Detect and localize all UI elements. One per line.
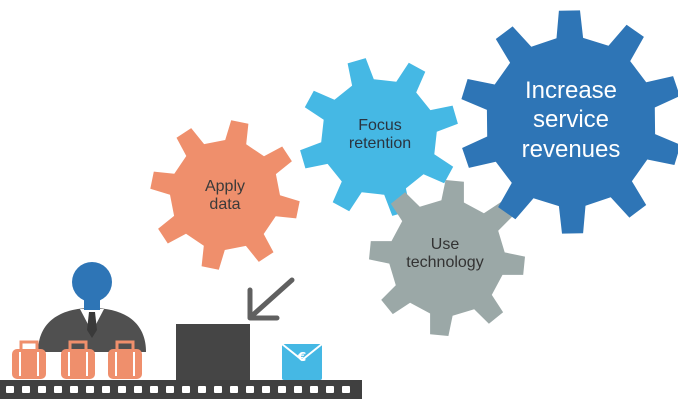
belt-hole <box>150 386 158 393</box>
belt-hole <box>118 386 126 393</box>
belt-hole <box>22 386 30 393</box>
belt-hole <box>6 386 14 393</box>
belt-hole <box>294 386 302 393</box>
belt-hole <box>38 386 46 393</box>
belt-hole <box>70 386 78 393</box>
belt-hole <box>182 386 190 393</box>
businessman-head <box>72 262 112 302</box>
belt-hole <box>134 386 142 393</box>
belt-hole <box>198 386 206 393</box>
euro-envelope-icon: € <box>281 343 323 380</box>
businessman-icon <box>38 262 146 352</box>
businessman-tie <box>87 312 97 338</box>
belt-hole <box>262 386 270 393</box>
gear-apply-data <box>150 120 300 270</box>
gear-focus-retention <box>300 58 458 216</box>
belt-hole <box>246 386 254 393</box>
belt-hole <box>86 386 94 393</box>
belt-hole <box>326 386 334 393</box>
belt-hole <box>230 386 238 393</box>
belt-hole <box>166 386 174 393</box>
belt-hole <box>342 386 350 393</box>
conveyor-belt-icon <box>0 380 362 399</box>
package-box-icon <box>176 324 250 380</box>
briefcase-icon <box>61 340 95 379</box>
briefcase-icon <box>108 340 142 379</box>
briefcase-group <box>12 340 142 379</box>
arrow-icon <box>247 277 295 321</box>
belt-hole <box>214 386 222 393</box>
gear-use-technology <box>369 180 525 336</box>
briefcase-icon <box>12 340 46 379</box>
belt-hole <box>102 386 110 393</box>
belt-hole <box>310 386 318 393</box>
svg-text:€: € <box>297 350 306 364</box>
belt-hole <box>278 386 286 393</box>
belt-hole <box>54 386 62 393</box>
gear-increase-service-revenues <box>461 10 678 234</box>
